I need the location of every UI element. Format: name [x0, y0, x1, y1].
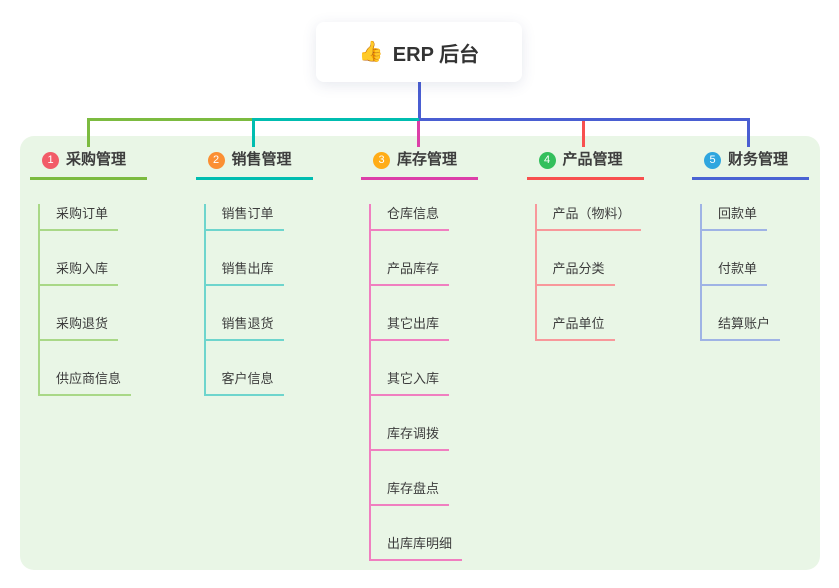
branch-number-badge: 2	[207, 151, 225, 169]
child-node[interactable]: 客户信息	[205, 369, 284, 396]
child-node[interactable]: 库存调拨	[371, 424, 450, 451]
child-node[interactable]: 出库库明细	[371, 534, 463, 561]
branch-title-3[interactable]: 3 库存管理	[361, 150, 478, 180]
branch-title-4[interactable]: 4 产品管理	[526, 150, 644, 180]
child-node[interactable]: 采购入库	[40, 259, 119, 286]
child-node[interactable]: 结算账户	[702, 314, 781, 341]
child-node[interactable]: 付款单	[702, 259, 768, 286]
child-node[interactable]: 采购订单	[40, 204, 119, 231]
branch-children: 采购订单采购入库采购退货供应商信息	[38, 204, 196, 396]
branch-title-label: 产品管理	[562, 151, 623, 168]
branch-column-4: 4 产品管理 产品（物料） 产品分类产品单位	[526, 136, 693, 561]
branch-title-5[interactable]: 5 财务管理	[692, 150, 809, 180]
branch-number-badge: 1	[42, 151, 59, 169]
child-node[interactable]: 销售退货	[205, 314, 284, 341]
child-node[interactable]: 库存盘点	[371, 479, 450, 506]
branch-title-label: 财务管理	[728, 151, 789, 168]
branch-title-label: 采购管理	[66, 151, 127, 168]
branch-children: 回款单付款单结算账户	[700, 204, 839, 341]
child-node[interactable]: 其它入库	[371, 369, 450, 396]
branch-children: 销售订单销售出库销售退货客户信息	[203, 204, 362, 396]
child-node[interactable]: 其它出库	[371, 314, 450, 341]
child-node[interactable]: 供应商信息	[40, 369, 132, 396]
branch-column-5: 5 财务管理 回款单付款单结算账户	[692, 136, 839, 561]
branch-drop-line	[417, 121, 420, 147]
branch-children: 仓库信息产品库存其它出库其它入库库存调拨库存盘点出库库明细	[369, 204, 527, 561]
branch-drop-line	[582, 121, 585, 147]
root-vertical-line	[418, 82, 421, 121]
child-node[interactable]: 产品单位	[536, 314, 615, 341]
branch-drop-line	[252, 121, 255, 147]
branch-drop-line	[87, 121, 90, 147]
branches-panel	[20, 136, 820, 570]
child-node[interactable]: 产品分类	[536, 259, 615, 286]
child-node[interactable]: 仓库信息	[371, 204, 450, 231]
branch-column-1: 1 采购管理 采购订单采购入库采购退货供应商信息	[30, 136, 196, 561]
child-node[interactable]: 销售出库	[205, 259, 284, 286]
branch-children: 产品（物料） 产品分类产品单位	[534, 204, 693, 341]
child-node[interactable]: 销售订单	[205, 204, 284, 231]
branches-row: 1 采购管理 采购订单采购入库采购退货供应商信息 2 销售管理 销售订单销售出库…	[30, 136, 839, 561]
child-node[interactable]: 采购退货	[40, 314, 119, 341]
root-node-label: ERP 后台	[392, 43, 480, 66]
child-node[interactable]: 产品（物料）	[536, 204, 641, 231]
trunk-segment	[419, 118, 750, 121]
branch-number-badge: 4	[538, 151, 556, 169]
branch-number-badge: 5	[704, 151, 721, 169]
branch-title-label: 库存管理	[397, 151, 458, 168]
trunk-segment	[252, 118, 419, 121]
branch-number-badge: 3	[373, 151, 390, 169]
child-node[interactable]: 产品库存	[371, 259, 450, 286]
branch-drop-line	[747, 121, 750, 147]
branch-title-2[interactable]: 2 销售管理	[195, 150, 313, 180]
branch-title-1[interactable]: 1 采购管理	[30, 150, 147, 180]
branch-column-3: 3 库存管理 仓库信息产品库存其它出库其它入库库存调拨库存盘点出库库明细	[361, 136, 527, 561]
thumbs-up-icon: 👍	[358, 41, 384, 63]
branch-title-label: 销售管理	[231, 151, 292, 168]
child-node[interactable]: 回款单	[702, 204, 768, 231]
trunk-segment	[87, 118, 254, 121]
root-node[interactable]: 👍 ERP 后台	[316, 22, 522, 82]
branch-column-2: 2 销售管理 销售订单销售出库销售退货客户信息	[195, 136, 362, 561]
